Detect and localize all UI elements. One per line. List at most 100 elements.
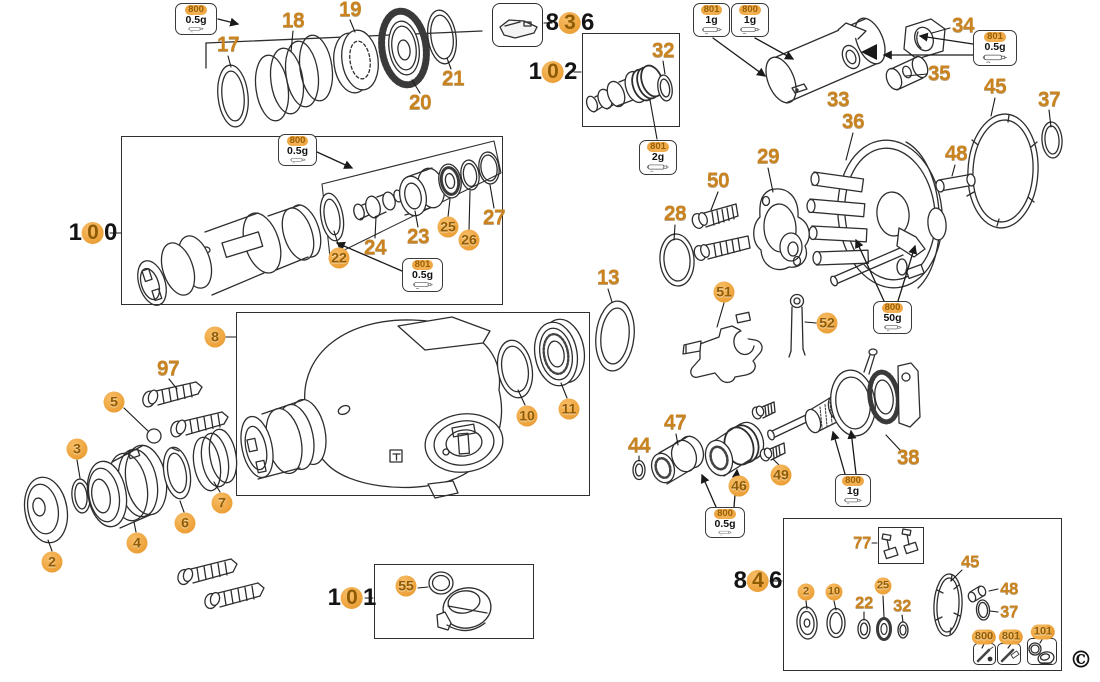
part-label-48-12[interactable]: 48: [944, 142, 968, 165]
grease-amount: 50g: [883, 312, 902, 324]
part-label-801-51[interactable]: 801: [998, 629, 1024, 645]
part-label-21-4[interactable]: 21: [441, 67, 465, 90]
part-label-26-26[interactable]: 26: [458, 229, 480, 251]
part-label-5-28[interactable]: 5: [103, 391, 125, 413]
part-label-24-19[interactable]: 24: [363, 236, 387, 259]
group-100-parts: [137, 140, 502, 306]
part-label-97-17[interactable]: 97: [156, 357, 180, 380]
grease-code: 801: [647, 142, 669, 152]
group-846-parts: [796, 573, 1055, 665]
part-label-48-45[interactable]: 48: [1000, 579, 1018, 598]
assembly-digit: 8: [733, 567, 747, 594]
part-45-gasket: [966, 113, 1039, 229]
part-label-23-18[interactable]: 23: [406, 225, 430, 248]
part-label-52-37[interactable]: 52: [816, 312, 838, 334]
grease-amount: 0.5g: [714, 518, 736, 530]
grease-tube-icon: [982, 54, 1007, 63]
part-label-37-11[interactable]: 37: [1037, 88, 1061, 111]
part-label-22-24[interactable]: 22: [328, 247, 350, 269]
part-48-pin: [935, 173, 976, 193]
part-label-10-34[interactable]: 10: [516, 405, 538, 427]
assembly-digit: 0: [542, 61, 564, 83]
part-label-17-0[interactable]: 17: [216, 33, 240, 56]
part-52-cotter-pin: [788, 293, 806, 358]
part-label-13-16[interactable]: 13: [596, 266, 620, 289]
part-label-77-41[interactable]: 77: [853, 533, 871, 552]
part-label-4-31[interactable]: 4: [126, 532, 148, 554]
part-label-37-46[interactable]: 37: [1000, 602, 1018, 621]
part-label-55-40[interactable]: 55: [395, 575, 417, 597]
part-label-27-20[interactable]: 27: [482, 206, 506, 229]
part-38-shaft-assembly: [767, 348, 921, 441]
part-label-101-52[interactable]: 101: [1030, 624, 1056, 640]
part-label-20-3[interactable]: 20: [408, 91, 432, 114]
part-label-51-36[interactable]: 51: [713, 281, 735, 303]
part-label-46-38[interactable]: 46: [728, 475, 750, 497]
part-18-spring-washers: [254, 34, 334, 122]
part-label-32-5[interactable]: 32: [651, 39, 675, 62]
grease-code: 800: [185, 5, 207, 15]
part-label-35-8[interactable]: 35: [927, 62, 951, 85]
part-label-3-29[interactable]: 3: [66, 438, 88, 460]
part-label-36-9[interactable]: 36: [841, 110, 865, 133]
part-label-50-14[interactable]: 50: [706, 169, 730, 192]
assembly-digit: 8: [545, 9, 559, 36]
part-label-49-39[interactable]: 49: [770, 464, 792, 486]
part-label-22-42[interactable]: 22: [855, 593, 873, 612]
part-label-7-33[interactable]: 7: [211, 492, 233, 514]
part-17-oring: [217, 64, 249, 128]
part-46-sleeve: [704, 421, 765, 477]
assembly-digit: 1: [327, 584, 341, 611]
part-97-screws: [142, 381, 229, 438]
part-label-38-23[interactable]: 38: [896, 446, 920, 469]
part-49-screws: [751, 401, 786, 462]
part-label-800-50[interactable]: 800: [971, 629, 997, 645]
part-label-11-35[interactable]: 11: [558, 398, 580, 420]
part-label-28-15[interactable]: 28: [663, 202, 687, 225]
part-label-10-48[interactable]: 10: [825, 583, 843, 601]
screw-pair-lower-left: [177, 558, 265, 610]
assembly-digit: 4: [747, 570, 769, 592]
part-11-needle-bearing: [533, 318, 586, 387]
grease-tube-icon: [718, 530, 732, 536]
part-label-45-44[interactable]: 45: [961, 552, 979, 571]
part-50-screws: [691, 203, 751, 261]
assembly-digit: 3: [559, 12, 581, 34]
part-label-47-22[interactable]: 47: [663, 411, 687, 434]
grease-amount: 0.5g: [286, 145, 308, 157]
part-8-housing: [240, 316, 504, 499]
part-label-34-7[interactable]: 34: [951, 14, 975, 37]
part-label-25-49[interactable]: 25: [874, 577, 892, 595]
assembly-digit: 0: [104, 219, 118, 246]
part-label-32-43[interactable]: 32: [893, 596, 911, 615]
part-label-2-47[interactable]: 2: [797, 583, 815, 601]
part-label-2-30[interactable]: 2: [41, 551, 63, 573]
part-label-44-21[interactable]: 44: [627, 434, 651, 457]
part-836-latch: [499, 19, 538, 39]
part-label-45-10[interactable]: 45: [983, 75, 1007, 98]
part-label-33-6[interactable]: 33: [826, 88, 850, 111]
part-label-6-32[interactable]: 6: [174, 512, 196, 534]
part-32-ring: [657, 74, 673, 102]
grease-code: 800: [881, 303, 904, 313]
part-label-18-1[interactable]: 18: [281, 9, 305, 32]
grease-tube-icon: [701, 27, 722, 35]
part-label-29-13[interactable]: 29: [756, 145, 780, 168]
assembly-digit: 6: [581, 9, 595, 36]
part-47-coupling: [650, 435, 705, 485]
part-13-oring: [595, 300, 635, 372]
part-label-19-2[interactable]: 19: [338, 0, 362, 21]
grease-amount: 2g: [651, 151, 665, 163]
part-label-25-25[interactable]: 25: [437, 216, 459, 238]
part-label-8-27[interactable]: 8: [204, 326, 226, 348]
